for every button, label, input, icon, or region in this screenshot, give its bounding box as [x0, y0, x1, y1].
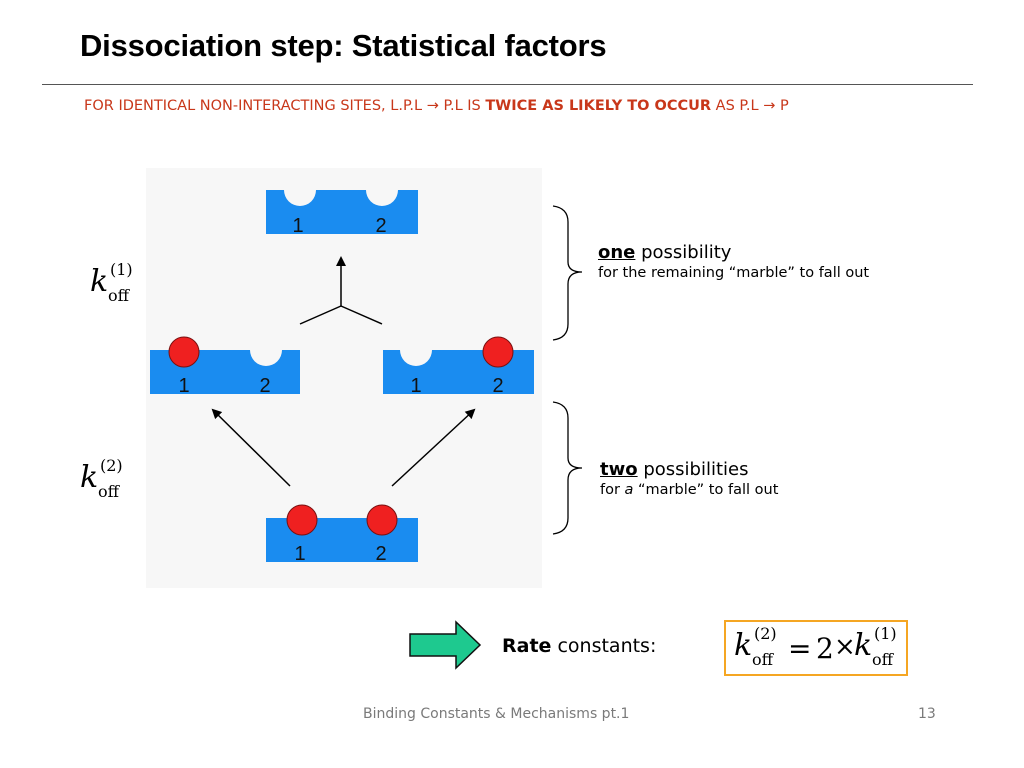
annotation-rest: possibilities	[637, 459, 749, 480]
annotation-description: for a “marble” to fall out	[600, 482, 778, 498]
k-subscript: off	[108, 286, 129, 305]
marble-site-2	[366, 504, 398, 536]
site-label-2: 2	[259, 375, 270, 397]
rate-label-k-off-2: k (2) off	[80, 456, 123, 501]
k-superscript: (1)	[874, 624, 897, 643]
k-symbol: k	[90, 264, 109, 299]
k-superscript: (2)	[100, 456, 123, 475]
merge-line-left	[299, 305, 342, 325]
rate-label-bold: Rate	[502, 635, 552, 657]
desc-post: “marble” to fall out	[633, 482, 779, 498]
k-subscript: off	[98, 482, 119, 501]
merge-line-right	[340, 305, 383, 325]
subtitle-emphasis: TWICE AS LIKELY TO OCCUR	[485, 98, 712, 114]
annotation-rest: possibility	[635, 242, 732, 263]
annotation-one-possibility: one possibility for the remaining “marbl…	[598, 242, 869, 281]
marble-site-2	[482, 336, 514, 368]
k-subscript: off	[752, 650, 773, 669]
arrow-to-site1-bound	[211, 408, 291, 487]
formula-lhs: k (2) off	[734, 624, 777, 669]
annotation-two-possibilities: two possibilities for a “marble” to fall…	[600, 459, 778, 498]
rate-label-k-off-1: k (1) off	[90, 260, 133, 305]
slide-subtitle: FOR IDENTICAL NON-INTERACTING SITES, L.P…	[84, 98, 789, 114]
desc-pre: for	[600, 482, 625, 498]
annotation-description: for the remaining “marble” to fall out	[598, 265, 870, 281]
protein-empty	[266, 190, 418, 234]
brace-top	[552, 205, 583, 341]
page-number: 13	[918, 706, 936, 722]
k-symbol: k	[734, 628, 753, 663]
marble-site-1	[286, 504, 318, 536]
arrow-to-site2-bound	[391, 408, 476, 487]
marble-site-1	[168, 336, 200, 368]
formula-times: ×	[834, 632, 856, 662]
formula-equals: =	[788, 632, 812, 665]
rate-label-rest: constants:	[551, 635, 657, 657]
site-label-2: 2	[375, 215, 386, 237]
formula-coefficient: 2	[816, 632, 834, 665]
subtitle-post: AS P.L → P	[711, 98, 789, 114]
site-label-1: 1	[410, 375, 421, 397]
site-label-1: 1	[292, 215, 303, 237]
annotation-lead: one	[598, 242, 636, 263]
slide-title: Dissociation step: Statistical factors	[80, 28, 607, 63]
k-symbol: k	[80, 460, 99, 495]
site-label-2: 2	[375, 543, 386, 565]
k-symbol: k	[854, 628, 873, 663]
k-superscript: (1)	[110, 260, 133, 279]
result-arrow-icon	[409, 620, 482, 670]
formula-rhs: k (1) off	[854, 624, 897, 669]
annotation-lead: two	[600, 459, 638, 480]
title-divider	[42, 84, 973, 85]
k-superscript: (2)	[754, 624, 777, 643]
brace-bottom	[552, 401, 583, 535]
desc-emphasis: a	[624, 482, 634, 498]
rate-formula-box: k (2) off = 2 × k (1) off	[724, 620, 908, 676]
site-label-2: 2	[492, 375, 503, 397]
footer-title: Binding Constants & Mechanisms pt.1	[363, 706, 630, 722]
rate-constants-label: Rate constants:	[502, 635, 656, 657]
k-subscript: off	[872, 650, 893, 669]
site-label-1: 1	[178, 375, 189, 397]
site-label-1: 1	[294, 543, 305, 565]
subtitle-pre: FOR IDENTICAL NON-INTERACTING SITES, L.P…	[84, 98, 486, 114]
